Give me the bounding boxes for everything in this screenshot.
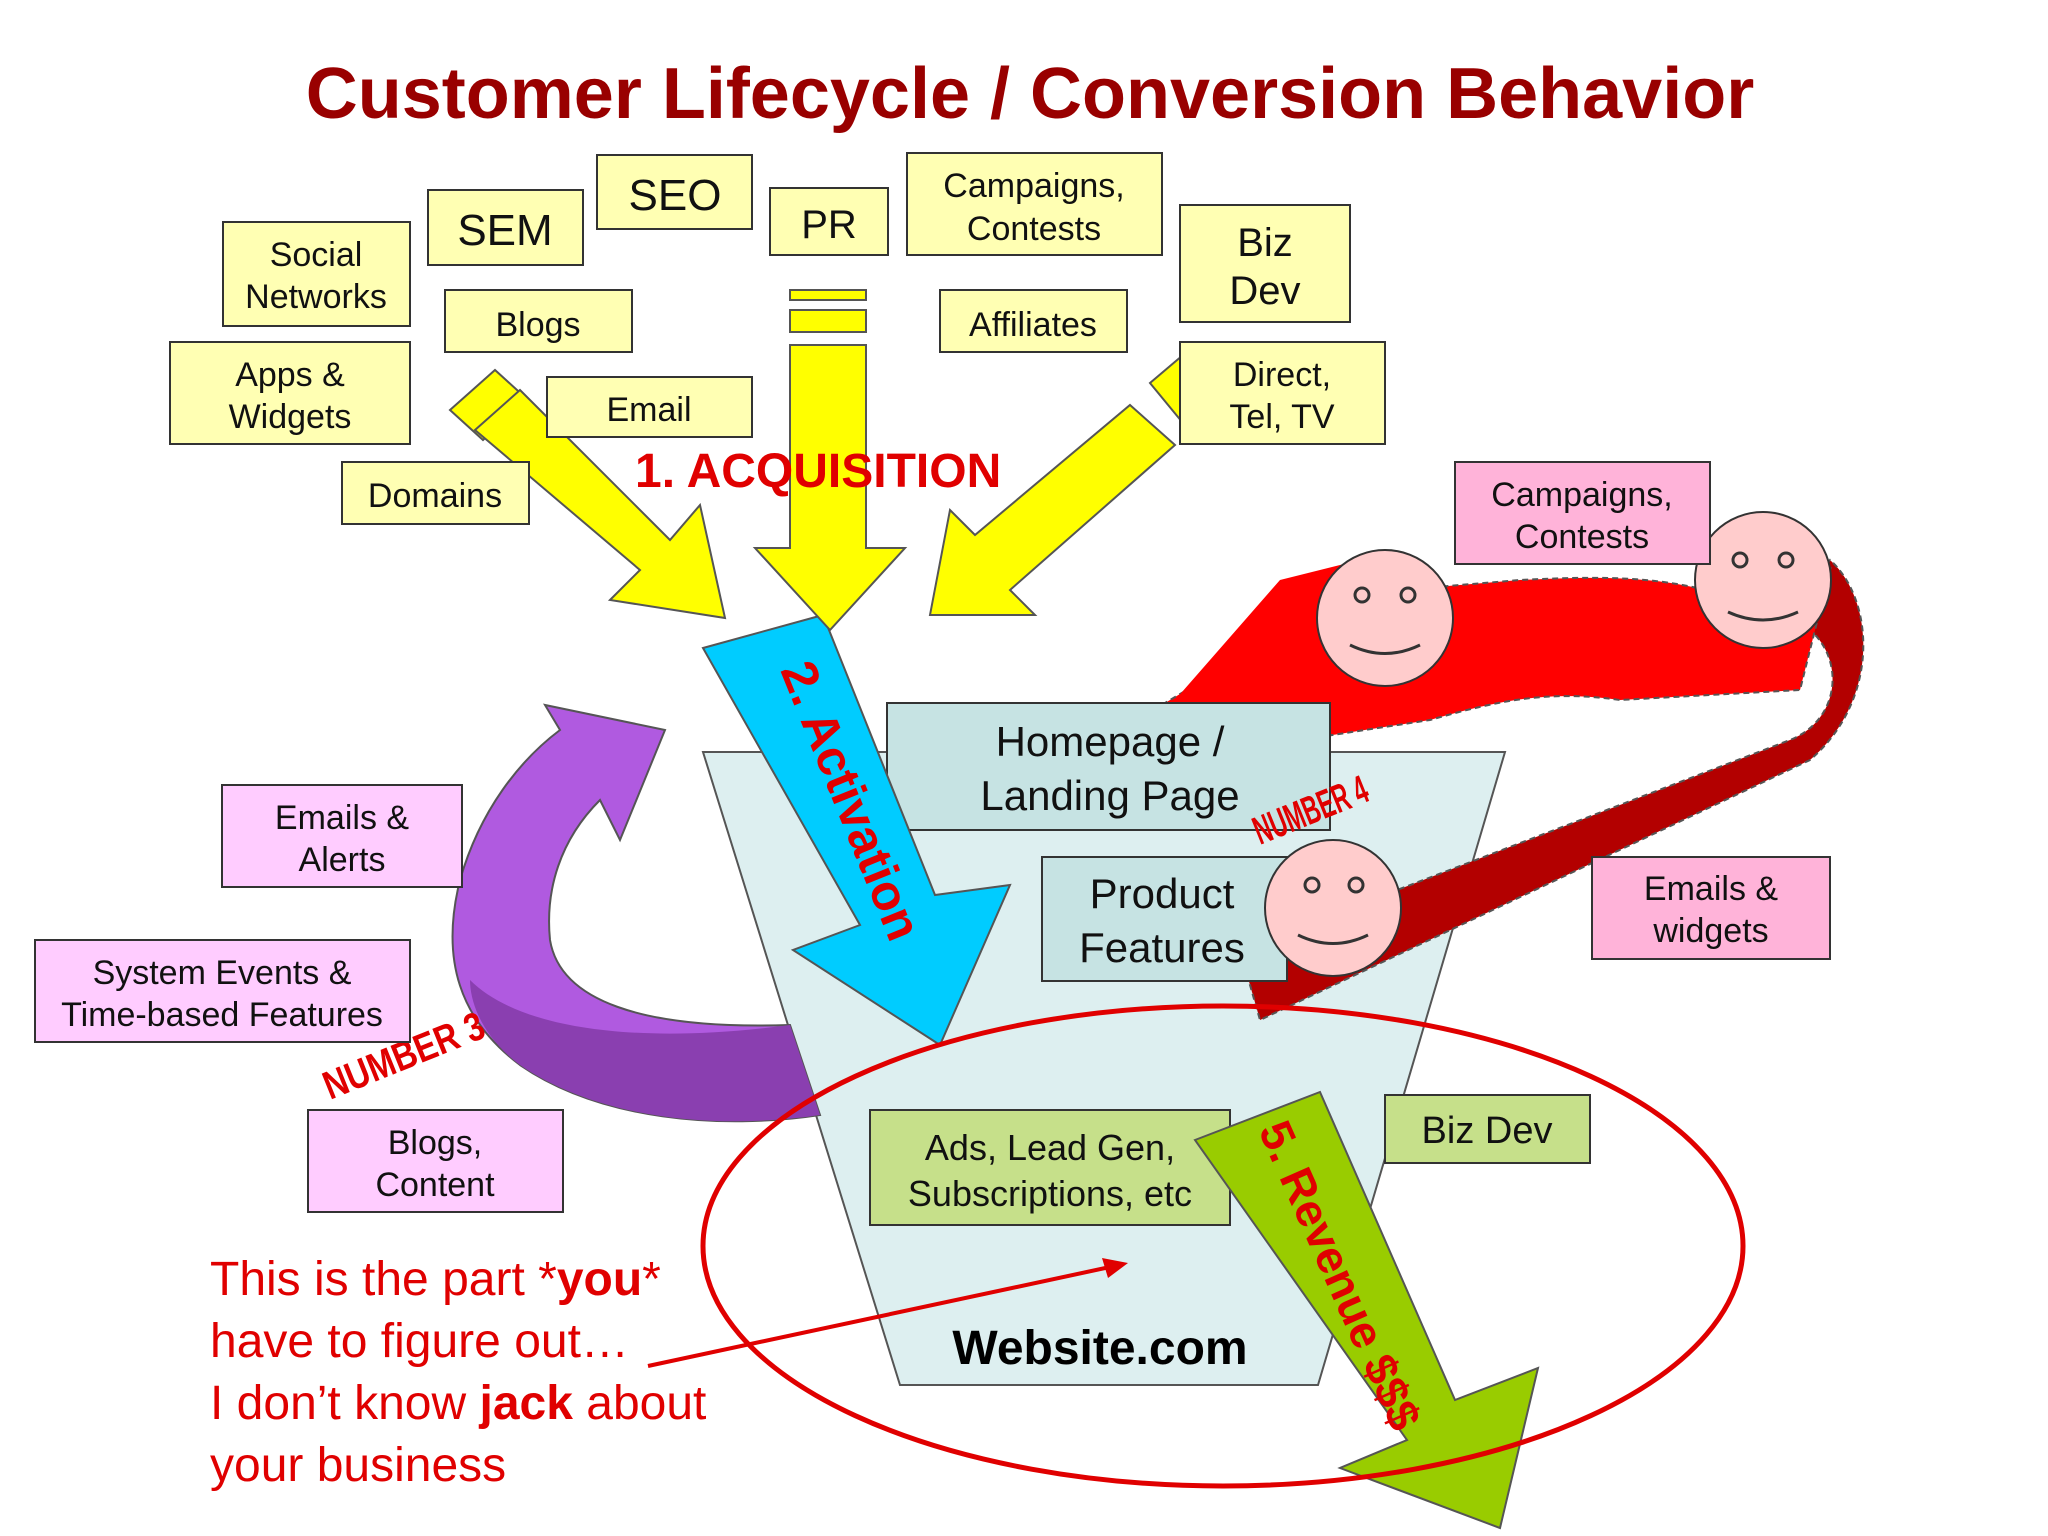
biz-dev-top-box: Biz Dev [1179,204,1351,323]
svg-text:Domains: Domains [368,477,502,515]
campaigns-contests-pink-box: Campaigns, Contests [1454,461,1711,565]
activation-arrow [701,613,1012,1047]
annotation-pointer-head [1102,1258,1128,1278]
svg-text:PR: PR [801,203,857,247]
revenue-arrow [1193,1090,1540,1530]
svg-text:Direct,: Direct, [1233,356,1331,394]
retention-arrow-shade [470,980,820,1122]
email-box: Email [546,376,753,438]
svg-text:Blogs,: Blogs, [388,1124,483,1162]
svg-text:SEM: SEM [457,206,552,255]
affiliates-box: Affiliates [939,289,1128,353]
domains-box: Domains [341,461,530,525]
svg-text:System Events &: System Events & [93,954,352,992]
svg-text:Apps &: Apps & [235,356,345,394]
sem-box: SEM [427,189,584,266]
annotation-pointer [647,1265,1111,1368]
svg-text:Dev: Dev [1229,269,1300,313]
biz-dev-green-box: Biz Dev [1384,1094,1591,1164]
svg-text:Emails &: Emails & [1644,870,1778,908]
homepage-box [886,702,1331,831]
blogs-content-box: Blogs, Content [307,1109,564,1213]
svg-text:Content: Content [375,1166,495,1204]
emails-alerts-box: Emails & Alerts [221,784,463,888]
svg-text:Contests: Contests [1515,518,1649,556]
homepage-line2: Landing Page [980,772,1239,819]
note-line2: have to figure out… [210,1315,629,1368]
svg-text:Social: Social [270,236,363,274]
svg-text:Networks: Networks [245,278,387,316]
emails-widgets-box: Emails & widgets [1591,856,1831,960]
direct-box: Direct, Tel, TV [1179,341,1386,445]
svg-text:Widgets: Widgets [229,398,352,436]
svg-text:Biz: Biz [1237,221,1293,265]
product-line1: Product [1090,870,1235,917]
acquisition-label: 1. ACQUISITION [635,445,1001,498]
svg-text:Emails &: Emails & [275,799,409,837]
svg-text:widgets: widgets [1652,912,1768,950]
acquisition-arrow-left [448,368,727,620]
svg-text:Biz Dev: Biz Dev [1422,1110,1553,1152]
note-line3: I don’t know jack about [210,1377,706,1430]
svg-text:Campaigns,: Campaigns, [1491,476,1672,514]
pr-box: PR [769,187,889,256]
svg-text:Contests: Contests [967,210,1101,248]
note-line4: your business [210,1439,506,1492]
ads-line1: Ads, Lead Gen, [925,1127,1175,1168]
svg-text:Time-based Features: Time-based Features [61,996,383,1034]
svg-text:Tel, TV: Tel, TV [1229,398,1335,436]
smiley-face-1 [1316,549,1454,687]
blogs-top-box: Blogs [444,289,633,353]
svg-text:Campaigns,: Campaigns, [943,167,1124,205]
social-networks-box: Social Networks [222,221,411,327]
smiley-face-2 [1694,511,1832,649]
svg-text:SEO: SEO [629,171,722,220]
acquisition-arrow-center [752,289,908,632]
system-events-box: System Events & Time-based Features [34,939,411,1043]
campaigns-contests-top-box: Campaigns, Contests [906,152,1163,256]
apps-widgets-box: Apps & Widgets [169,341,411,445]
svg-text:Blogs: Blogs [495,306,580,344]
note-line1: This is the part *you* [210,1253,661,1306]
svg-text:Email: Email [606,391,691,429]
product-line2: Features [1079,924,1245,971]
svg-text:Alerts: Alerts [299,841,386,879]
svg-text:Affiliates: Affiliates [969,306,1097,344]
seo-box: SEO [596,154,753,230]
website-label: Website.com [952,1322,1247,1375]
page-title: Customer Lifecycle / Conversion Behavior [306,54,1754,134]
homepage-line1: Homepage / [996,718,1225,765]
smiley-face-3 [1264,839,1402,977]
revenue-ellipse [700,1003,1746,1489]
ads-line2: Subscriptions, etc [908,1173,1192,1214]
